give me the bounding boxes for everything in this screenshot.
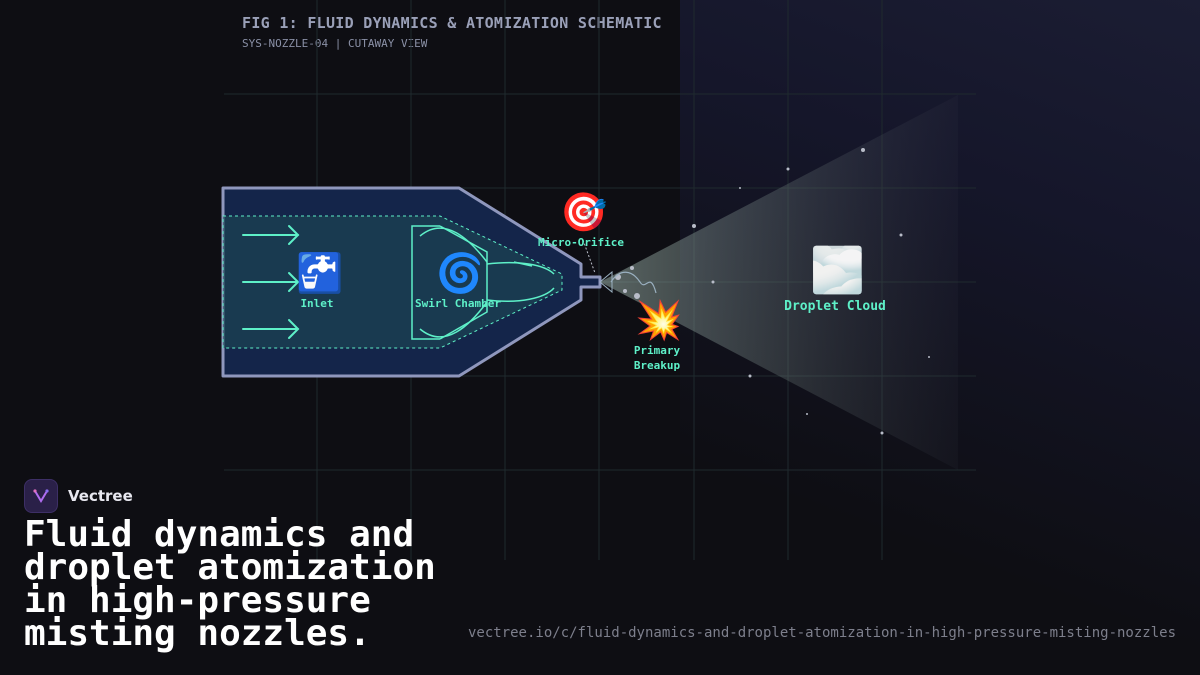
brand: Vectree [24,479,133,513]
droplets [615,148,930,435]
faucet-icon: 🚰 [296,251,344,295]
flow-arrows [242,225,300,339]
swirl-chamber-label: Swirl Chamber [414,297,502,310]
explosion-icon: 💥 [635,298,683,342]
spray-cone [600,95,958,470]
target-icon: 🎯 [560,190,608,234]
page-url[interactable]: vectree.io/c/fluid-dynamics-and-droplet-… [467,625,1176,641]
vectree-logo-icon [24,479,58,513]
figure-subtitle: SYS-NOZZLE-04 | CUTAWAY VIEW [242,37,428,50]
primary-breakup-label: Primary Breakup [633,344,681,372]
droplet-cloud-label: Droplet Cloud [784,299,886,314]
brand-name: Vectree [68,487,133,505]
figure-title: FIG 1: FLUID DYNAMICS & ATOMIZATION SCHE… [242,14,662,32]
inlet-label: Inlet [300,297,334,310]
cloud-icon: 🌫️ [810,245,865,296]
page-headline: Fluid dynamics and droplet atomization i… [24,514,436,654]
breakup-ligament [610,271,657,294]
swirl-chamber-outline [411,225,555,340]
cyclone-icon: 🌀 [436,251,484,295]
micro-orifice-label: Micro-Orifice [537,236,625,249]
orifice-leader [582,239,596,274]
